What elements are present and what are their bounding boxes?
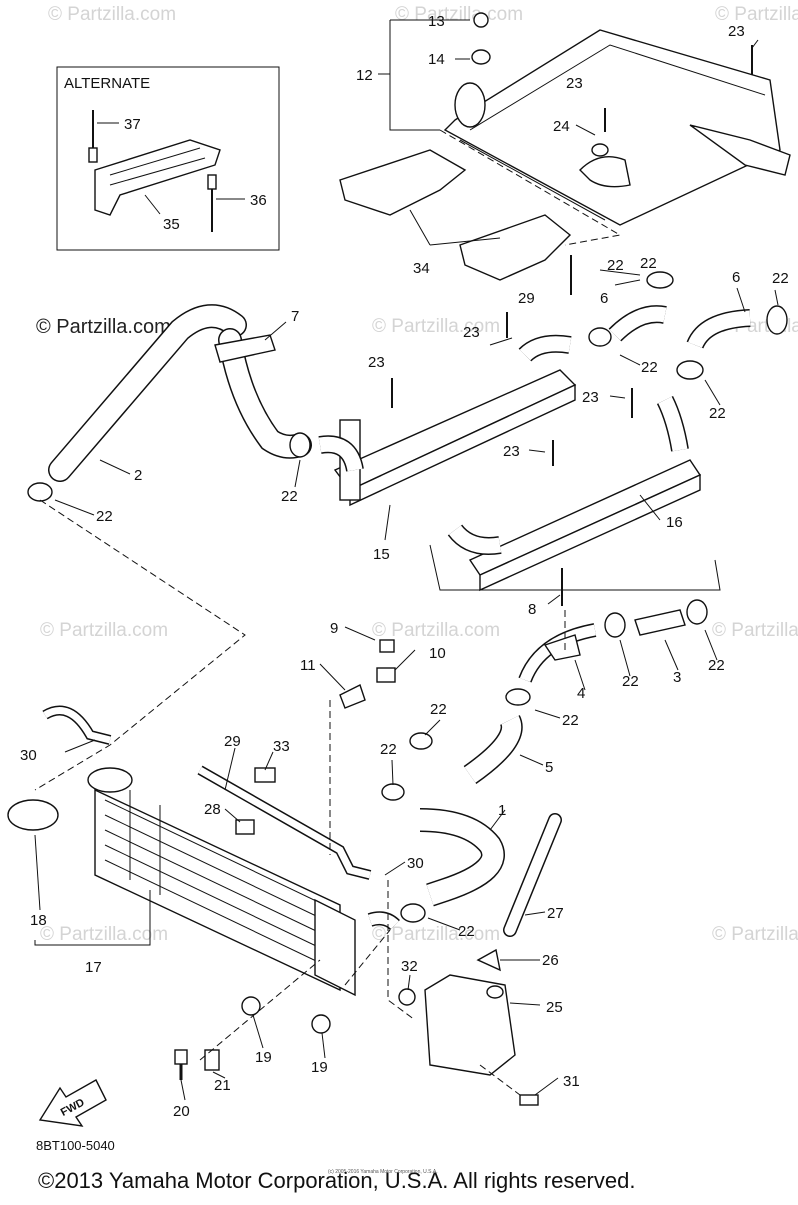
callout-22: 22 xyxy=(772,270,789,287)
callout-29: 29 xyxy=(224,733,241,750)
callout-22: 22 xyxy=(281,488,298,505)
callout-1: 1 xyxy=(498,802,506,819)
callout-27: 27 xyxy=(547,905,564,922)
callout-30: 30 xyxy=(20,747,37,764)
callout-18: 18 xyxy=(30,912,47,929)
guard-plates xyxy=(339,149,572,281)
watermark: © Partzilla.com xyxy=(715,4,798,25)
fine-print: (c) 2005-2016 Yamaha Motor Corporation, … xyxy=(328,1169,438,1175)
callout-22: 22 xyxy=(562,712,579,729)
radiator-guard xyxy=(443,12,791,226)
callout-22: 22 xyxy=(458,923,475,940)
callout-7: 7 xyxy=(291,308,299,325)
watermark: © Partzilla.com xyxy=(712,620,798,641)
callout-6: 6 xyxy=(600,290,608,307)
callout-22: 22 xyxy=(430,701,447,718)
callout-23: 23 xyxy=(368,354,385,371)
callout-23: 23 xyxy=(728,23,745,40)
watermark-dark: © Partzilla.com xyxy=(36,316,171,338)
watermark: © Partzilla.com xyxy=(372,620,500,641)
reservoir-25 xyxy=(398,948,516,1076)
copyright-notice: ©2013 Yamaha Motor Corporation, U.S.A. A… xyxy=(38,1168,636,1193)
radiator-17 xyxy=(7,705,372,997)
dashed-lines xyxy=(34,129,622,1096)
callout-24: 24 xyxy=(553,118,570,135)
callout-3: 3 xyxy=(673,669,681,686)
alternate-label: ALTERNATE xyxy=(64,75,150,92)
fwd-arrow: FWD xyxy=(38,1079,107,1127)
callout-22: 22 xyxy=(708,657,725,674)
hose-1 xyxy=(419,808,562,937)
callout-4: 4 xyxy=(577,685,585,702)
clamps-22 xyxy=(27,271,708,931)
callout-22: 22 xyxy=(640,255,657,272)
callout-25: 25 xyxy=(546,999,563,1016)
alternate-bracket xyxy=(94,139,221,216)
callout-16: 16 xyxy=(666,514,683,531)
watermark: © Partzilla.com xyxy=(48,4,176,25)
callout-13: 13 xyxy=(428,13,445,30)
callout-22: 22 xyxy=(641,359,658,376)
callout-30: 30 xyxy=(407,855,424,872)
callout-19: 19 xyxy=(311,1059,328,1076)
hose-2 xyxy=(48,304,312,482)
callout-9: 9 xyxy=(330,620,338,637)
callout-17: 17 xyxy=(85,959,102,976)
callout-14: 14 xyxy=(428,51,445,68)
oil-cooler-16 xyxy=(447,395,702,592)
callouts: 13 14 12 23 23 24 37 36 35 34 22 29 6 6 … xyxy=(20,13,789,1120)
diagram-code: 8BT100-5040 xyxy=(36,1138,115,1153)
callout-37: 37 xyxy=(124,116,141,133)
callout-23: 23 xyxy=(503,443,520,460)
callout-20: 20 xyxy=(173,1103,190,1120)
callout-32: 32 xyxy=(401,958,418,975)
callout-33: 33 xyxy=(273,738,290,755)
callout-22: 22 xyxy=(380,741,397,758)
pipe-4-and-hose-3 xyxy=(463,609,686,785)
callout-26: 26 xyxy=(542,952,559,969)
hoses-6 xyxy=(608,305,788,350)
callout-22: 22 xyxy=(622,673,639,690)
small-parts xyxy=(174,639,539,1106)
watermark-group: © Partzilla.com © Partzilla.com © Partzi… xyxy=(36,4,798,945)
watermark: © Partzilla.com xyxy=(395,4,523,25)
callout-36: 36 xyxy=(250,192,267,209)
callout-35: 35 xyxy=(163,216,180,233)
watermark: © Partzilla.com xyxy=(372,924,500,945)
callout-22: 22 xyxy=(709,405,726,422)
callout-10: 10 xyxy=(429,645,446,662)
callout-22: 22 xyxy=(607,257,624,274)
callout-15: 15 xyxy=(373,546,390,563)
leader-lines xyxy=(34,19,779,1101)
callout-12: 12 xyxy=(356,67,373,84)
callout-19: 19 xyxy=(255,1049,272,1066)
watermark: © Partzilla.com xyxy=(712,924,798,945)
watermark: © Partzilla.com xyxy=(40,620,168,641)
oil-cooler-15 xyxy=(318,334,577,507)
callout-11: 11 xyxy=(300,657,316,674)
callout-28: 28 xyxy=(204,801,221,818)
watermark: © Partzilla.com xyxy=(40,924,168,945)
callout-8: 8 xyxy=(528,601,536,618)
callout-31: 31 xyxy=(563,1073,580,1090)
callout-6: 6 xyxy=(732,269,740,286)
callout-21: 21 xyxy=(214,1077,231,1094)
callout-5: 5 xyxy=(545,759,553,776)
callout-22: 22 xyxy=(96,508,113,525)
watermark: © Partzilla.com xyxy=(372,316,500,337)
alternate-box: ALTERNATE xyxy=(56,66,280,251)
callout-23: 23 xyxy=(582,389,599,406)
callout-23: 23 xyxy=(566,75,583,92)
callout-29: 29 xyxy=(518,290,535,307)
screws-23 xyxy=(391,45,753,606)
callout-23: 23 xyxy=(463,324,480,341)
callout-2: 2 xyxy=(134,467,142,484)
callout-34: 34 xyxy=(413,260,430,277)
